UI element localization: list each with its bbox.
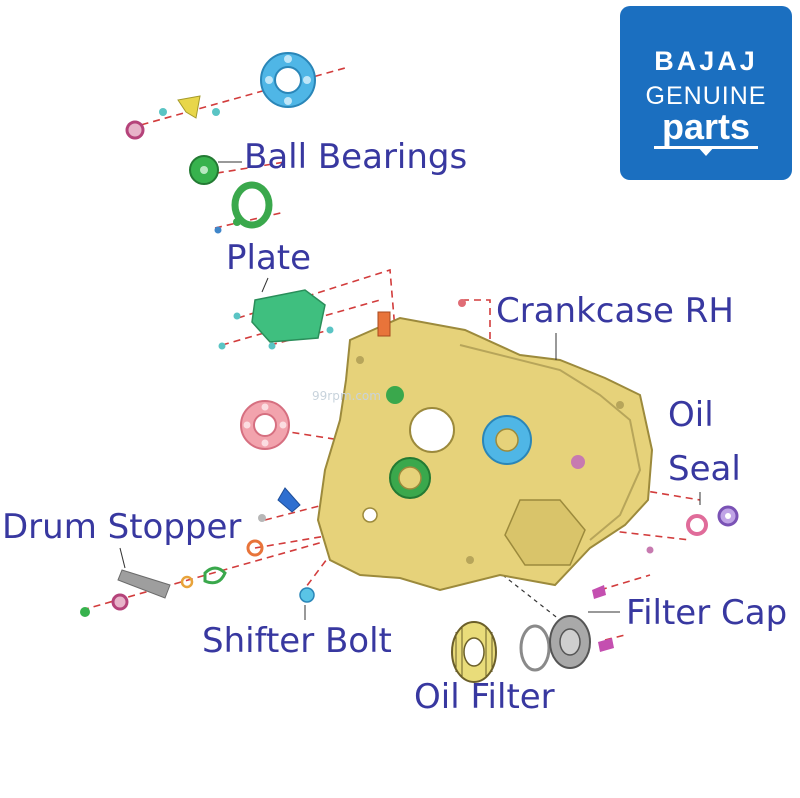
label-oil-seal-line-2: Seal xyxy=(668,449,741,489)
oil-seal-part xyxy=(646,505,739,554)
ball-bearing-pink xyxy=(240,400,290,450)
label-shifter-bolt: Shifter Bolt xyxy=(202,621,392,661)
leader-lines xyxy=(119,161,701,620)
label-plate: Plate xyxy=(226,238,312,278)
ball-bearing-blue-top xyxy=(260,52,316,108)
label-drum-stopper: Drum Stopper xyxy=(2,507,242,547)
filter-cap-part xyxy=(549,585,614,669)
label-crankcase-rh: Crankcase RH xyxy=(496,291,734,331)
oil-filter-part xyxy=(451,621,497,683)
label-ball-bearings: Ball Bearings xyxy=(244,137,468,177)
dowel-pin xyxy=(458,299,466,307)
drum-stopper-parts xyxy=(80,487,301,617)
label-oil-filter: Oil Filter xyxy=(414,677,555,717)
brand-line-2: GENUINE xyxy=(645,82,767,110)
crankcase-body xyxy=(316,311,654,592)
brand-line-1: BAJAJ xyxy=(654,46,758,76)
green-bearing-parts xyxy=(189,155,273,234)
watermark-text: 99rpm.com xyxy=(312,389,381,403)
label-oil-seal-line-1: Oil xyxy=(668,395,714,435)
brand-underline-notch xyxy=(697,146,715,156)
filter-guide-line xyxy=(489,564,561,621)
plate-part xyxy=(218,289,334,350)
brand-line-3: parts xyxy=(661,106,751,147)
label-filter-cap: Filter Cap xyxy=(626,593,788,633)
bajaj-genuine-parts-logo: BAJAJ GENUINE parts xyxy=(620,6,792,180)
o-ring-part xyxy=(519,624,551,672)
shifter-bolt-part xyxy=(299,587,315,603)
small-fasteners-top xyxy=(125,95,220,140)
